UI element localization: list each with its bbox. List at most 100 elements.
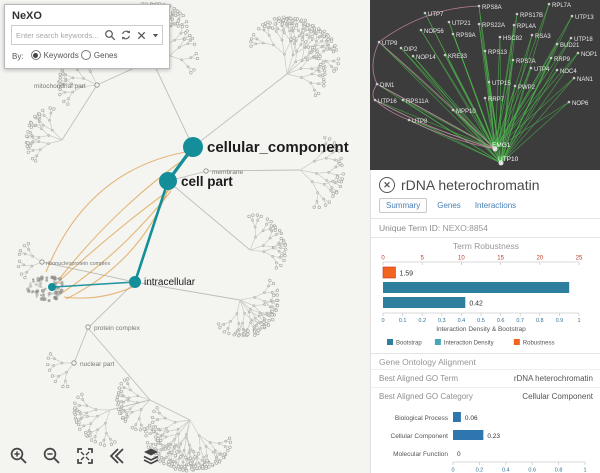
refresh-icon[interactable]: [118, 29, 134, 41]
gene-node[interactable]: [377, 40, 381, 44]
gene-label[interactable]: NOP56: [424, 29, 444, 35]
gene-label[interactable]: RPL4A: [517, 24, 536, 30]
radio-keywords[interactable]: Keywords: [30, 50, 79, 60]
close-icon[interactable]: ✕: [379, 177, 395, 193]
gene-node[interactable]: [555, 42, 559, 46]
gene-node[interactable]: [555, 68, 559, 72]
gene-label[interactable]: RPL7A: [552, 3, 571, 9]
gene-node[interactable]: [419, 28, 423, 32]
gene-node[interactable]: [498, 160, 504, 166]
gene-label[interactable]: UTP4: [534, 67, 550, 73]
gene-node[interactable]: [451, 108, 455, 112]
gene-node[interactable]: [483, 49, 487, 53]
gene-label[interactable]: RPS11A: [406, 99, 429, 105]
gene-label[interactable]: RPS13: [488, 50, 508, 56]
gene-node[interactable]: [401, 98, 405, 102]
gene-label[interactable]: RPS22A: [482, 23, 505, 29]
gene-node[interactable]: [407, 118, 411, 122]
gene-node[interactable]: [451, 32, 455, 36]
gene-node[interactable]: [549, 56, 553, 60]
gene-node[interactable]: [567, 100, 571, 104]
search-icon[interactable]: [102, 29, 118, 41]
gene-label[interactable]: RPS7A: [516, 59, 536, 65]
radio-dot[interactable]: [30, 50, 41, 60]
gene-label[interactable]: RPS17B: [520, 13, 543, 19]
gene-label[interactable]: UTP21: [452, 21, 471, 27]
tab-interactions[interactable]: Interactions: [474, 201, 517, 210]
search-input[interactable]: [12, 28, 102, 42]
gene-node[interactable]: [512, 23, 516, 27]
gene-label[interactable]: UTP9: [382, 41, 398, 47]
gene-node[interactable]: [515, 12, 519, 16]
ontology-graph[interactable]: mitochondrial partmembraneribonucleoprot…: [0, 0, 370, 473]
gene-node[interactable]: [411, 54, 415, 58]
gene-label[interactable]: DIP2: [404, 47, 418, 53]
gene-node[interactable]: [443, 53, 447, 57]
clear-icon[interactable]: [134, 30, 149, 41]
collapse-button[interactable]: [107, 445, 129, 467]
layers-button[interactable]: [140, 445, 162, 467]
gene-label[interactable]: DIM1: [380, 83, 395, 89]
gene-node[interactable]: [513, 84, 517, 88]
gene-node[interactable]: [447, 20, 451, 24]
gene-node[interactable]: [569, 36, 573, 40]
gene-node[interactable]: [483, 96, 487, 100]
term-node[interactable]: [85, 324, 91, 330]
zoom-in-button[interactable]: [8, 445, 30, 467]
gene-node[interactable]: [572, 76, 576, 80]
gene-node[interactable]: [530, 33, 534, 37]
gene-label[interactable]: RPS9A: [456, 33, 476, 39]
radio-dot[interactable]: [80, 50, 91, 60]
gene-label[interactable]: UTP13: [575, 15, 594, 21]
gene-label[interactable]: RRP9: [554, 57, 571, 63]
gene-label[interactable]: NAN1: [577, 77, 594, 83]
gene-label[interactable]: NOP1: [581, 52, 598, 58]
term-node[interactable]: [94, 82, 100, 88]
gene-label[interactable]: UTP18: [574, 37, 593, 43]
gene-label[interactable]: BUD21: [560, 43, 580, 49]
gene-node[interactable]: [477, 4, 481, 8]
gene-label[interactable]: PWP2: [518, 85, 536, 91]
tab-genes[interactable]: Genes: [437, 201, 461, 210]
gene-label[interactable]: NOP14: [416, 55, 436, 61]
gene-label[interactable]: UTP8: [412, 119, 428, 125]
tab-summary[interactable]: Summary: [379, 198, 428, 213]
zoom-out-button[interactable]: [41, 445, 63, 467]
caret-down-icon[interactable]: [149, 31, 162, 40]
gene-node[interactable]: [399, 46, 403, 50]
term-node[interactable]: [203, 168, 209, 174]
gene-node[interactable]: [511, 58, 515, 62]
cluster-term-node[interactable]: [48, 283, 56, 291]
radio-genes[interactable]: Genes: [80, 50, 118, 60]
gene-label[interactable]: UTP16: [378, 99, 397, 105]
term-node-cellular-component[interactable]: [183, 137, 203, 157]
gene-label[interactable]: RPS8A: [482, 5, 502, 11]
term-node[interactable]: [39, 259, 45, 265]
gene-node[interactable]: [547, 2, 551, 6]
gene-label[interactable]: NOP6: [572, 101, 589, 107]
gene-label[interactable]: UTP10: [498, 156, 519, 163]
term-node[interactable]: [71, 360, 77, 366]
gene-label[interactable]: HSC82: [503, 36, 523, 42]
gene-label[interactable]: UTP7: [428, 12, 444, 18]
term-node-cell-part[interactable]: [159, 172, 177, 190]
gene-label[interactable]: RSA3: [535, 34, 551, 40]
gene-node[interactable]: [570, 14, 574, 18]
gene-node[interactable]: [576, 51, 580, 55]
fit-view-button[interactable]: [74, 445, 96, 467]
gene-node[interactable]: [477, 22, 481, 26]
gene-node[interactable]: [375, 82, 379, 86]
gene-node[interactable]: [487, 80, 491, 84]
gene-label[interactable]: MPP10: [456, 109, 476, 115]
gene-node[interactable]: [373, 98, 377, 102]
gene-node[interactable]: [423, 11, 427, 15]
gene-label[interactable]: RRP7: [488, 97, 505, 103]
gene-label[interactable]: NOC4: [560, 69, 577, 75]
gene-node[interactable]: [529, 66, 533, 70]
gene-node[interactable]: [498, 35, 502, 39]
gene-label[interactable]: KRE33: [448, 54, 468, 60]
term-node-intracellular[interactable]: [129, 276, 141, 288]
